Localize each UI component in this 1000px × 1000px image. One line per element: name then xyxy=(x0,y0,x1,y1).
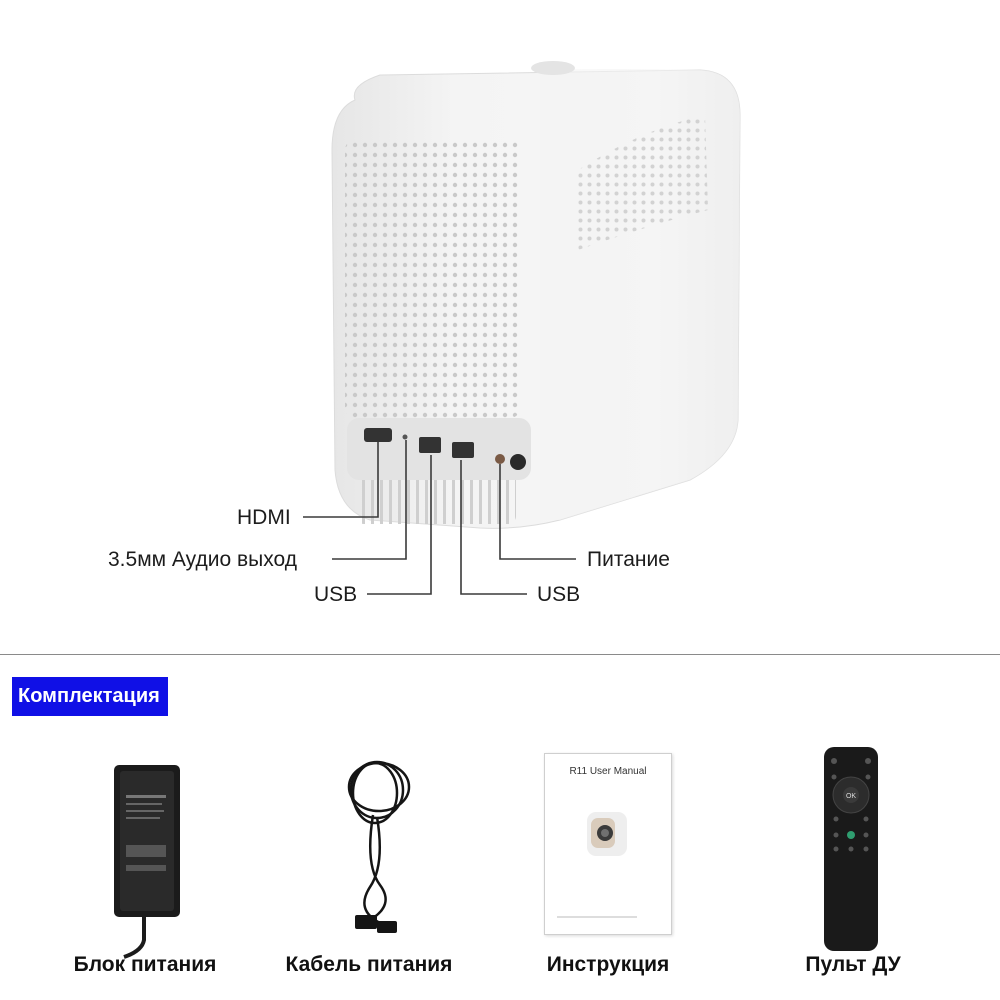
remote-ok-label: OK xyxy=(846,793,856,800)
usb-port-left-icon xyxy=(419,437,441,453)
ports-panel xyxy=(347,418,531,480)
user-manual-icon: R11 User Manual xyxy=(544,753,672,935)
callout-power: Питание xyxy=(587,548,670,571)
power-jack-icon xyxy=(510,454,526,470)
package-contents-title: Комплектация xyxy=(12,677,168,716)
speaker-grille-side xyxy=(578,115,708,250)
hdmi-port-icon xyxy=(364,428,392,442)
caption-power-adapter: Блок питания xyxy=(73,953,217,976)
power-led-icon xyxy=(495,454,505,464)
callout-usb-right: USB xyxy=(537,583,581,606)
callout-audio-out: 3.5мм Аудио выход xyxy=(108,548,297,571)
callout-usb-left: USB xyxy=(314,583,358,606)
power-adapter-icon xyxy=(114,765,180,959)
section-divider xyxy=(0,654,1000,655)
caption-power-cable: Кабель питания xyxy=(285,953,453,976)
manual-projector-image xyxy=(587,812,627,856)
speaker-grille-back xyxy=(345,140,520,418)
usb-port-right-icon xyxy=(452,442,474,458)
caption-remote-control: Пульт ДУ xyxy=(805,953,901,976)
manual-title: R11 User Manual xyxy=(569,766,647,777)
audio-jack-icon xyxy=(402,434,408,440)
callout-hdmi: HDMI xyxy=(237,506,291,529)
remote-voice-button-icon xyxy=(847,831,855,839)
power-cable-icon xyxy=(347,760,411,933)
caption-user-manual: Инструкция xyxy=(546,953,670,976)
remote-control-icon: OK xyxy=(824,747,878,951)
callout-lines xyxy=(303,440,576,595)
projector-illustration xyxy=(303,61,741,595)
